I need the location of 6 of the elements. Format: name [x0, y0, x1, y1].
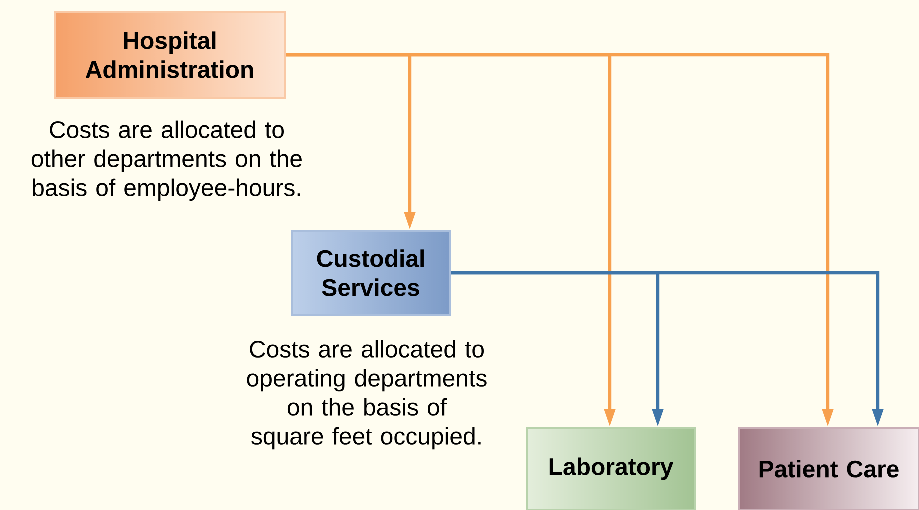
department-box: Patient Care [738, 427, 919, 510]
department-box: Custodial Services [291, 230, 451, 316]
department-box: Laboratory [526, 427, 696, 510]
note-text: Costs are allocated to other departments on the basis of employee-hours. [32, 120, 302, 202]
note-text: Costs are allocated to operating departments on the basis of square feet occupied. [247, 340, 487, 450]
department-box: Hospital Administration [54, 11, 286, 99]
